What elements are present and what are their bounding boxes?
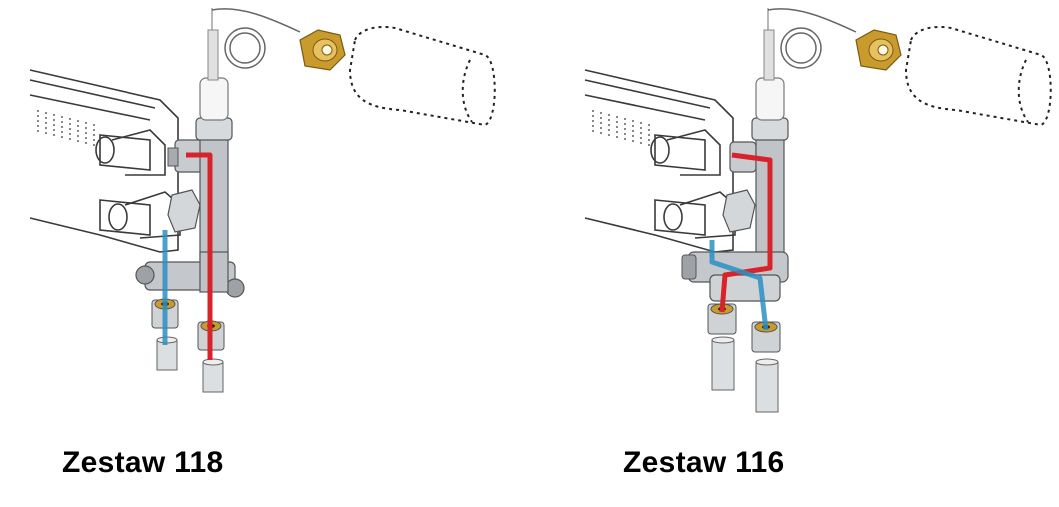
lower-radiator-nut xyxy=(167,189,201,233)
panel-zestaw-118: Zestaw 118 xyxy=(0,0,529,507)
pipe-stubs xyxy=(711,336,779,413)
panel-zestaw-116: Zestaw 116 xyxy=(530,0,1059,507)
capillary-sensor xyxy=(767,8,857,69)
capillary-sensor xyxy=(211,8,301,69)
caption-zestaw-118: Zestaw 118 xyxy=(62,446,224,479)
valve-column xyxy=(195,8,233,261)
valve-set-diagram-118 xyxy=(29,8,496,393)
radiator-outline xyxy=(29,69,181,253)
valve-set-diagram-116 xyxy=(584,8,1052,413)
supply-flow-path xyxy=(719,152,773,313)
return-flow-path xyxy=(709,240,769,331)
lower-manifold xyxy=(135,251,245,298)
brass-adapter xyxy=(299,29,346,71)
lower-radiator-nut xyxy=(722,189,756,233)
thermostatic-head-outline xyxy=(904,25,1052,127)
supply-flow-path xyxy=(186,152,213,360)
pipe-stubs xyxy=(156,336,224,393)
radiator-outline xyxy=(584,69,736,253)
caption-zestaw-116: Zestaw 116 xyxy=(623,446,785,479)
thermostatic-head-outline xyxy=(348,25,496,127)
brass-adapter xyxy=(855,29,902,71)
